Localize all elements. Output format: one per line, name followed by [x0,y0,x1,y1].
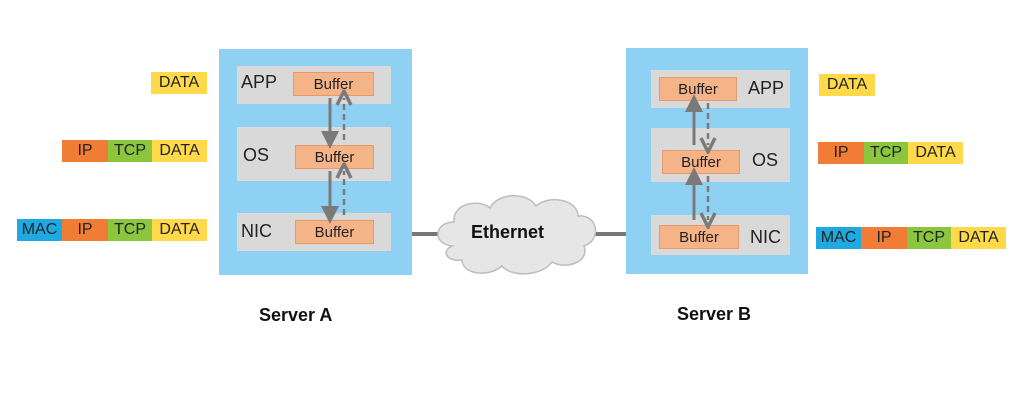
right-os-tcp-segment: TCP [864,142,908,164]
right-nic-ip-segment: IP [861,227,907,249]
server-a-nic-label: NIC [241,221,272,241]
server-b-name: Server B [677,304,752,324]
left-os-tcp-segment: TCP [108,140,152,162]
server-a-os-label: OS [243,145,270,165]
server-b-os-label: OS [752,150,779,170]
server-a-app-buffer: Buffer [293,72,374,96]
ethernet-cloud-icon [437,195,597,275]
server-a-nic-buffer: Buffer [295,220,374,244]
left-app-data-segment: DATA [151,72,207,94]
right-nic-mac-segment: MAC [816,227,861,249]
server-b-os-buffer: Buffer [662,150,740,174]
server-b-nic-label: NIC [750,227,781,247]
left-nic-ip-segment: IP [62,219,108,241]
left-nic-mac-segment: MAC [17,219,62,241]
left-nic-tcp-segment: TCP [108,219,152,241]
right-nic-tcp-segment: TCP [907,227,951,249]
right-app-data-segment: DATA [819,74,875,96]
server-b-nic-buffer: Buffer [659,225,739,249]
server-a-app-label: APP [241,72,278,92]
right-os-ip-segment: IP [818,142,864,164]
server-a-os-buffer: Buffer [295,145,374,169]
left-nic-data-segment: DATA [152,219,207,241]
server-b-app-label: APP [748,78,785,98]
left-os-data-segment: DATA [152,140,207,162]
right-os-data-segment: DATA [908,142,963,164]
left-os-ip-segment: IP [62,140,108,162]
ethernet-label: Ethernet [471,222,545,242]
right-nic-data-segment: DATA [951,227,1006,249]
server-a-name: Server A [259,305,333,325]
link-server-a-to-ethernet [374,232,454,236]
